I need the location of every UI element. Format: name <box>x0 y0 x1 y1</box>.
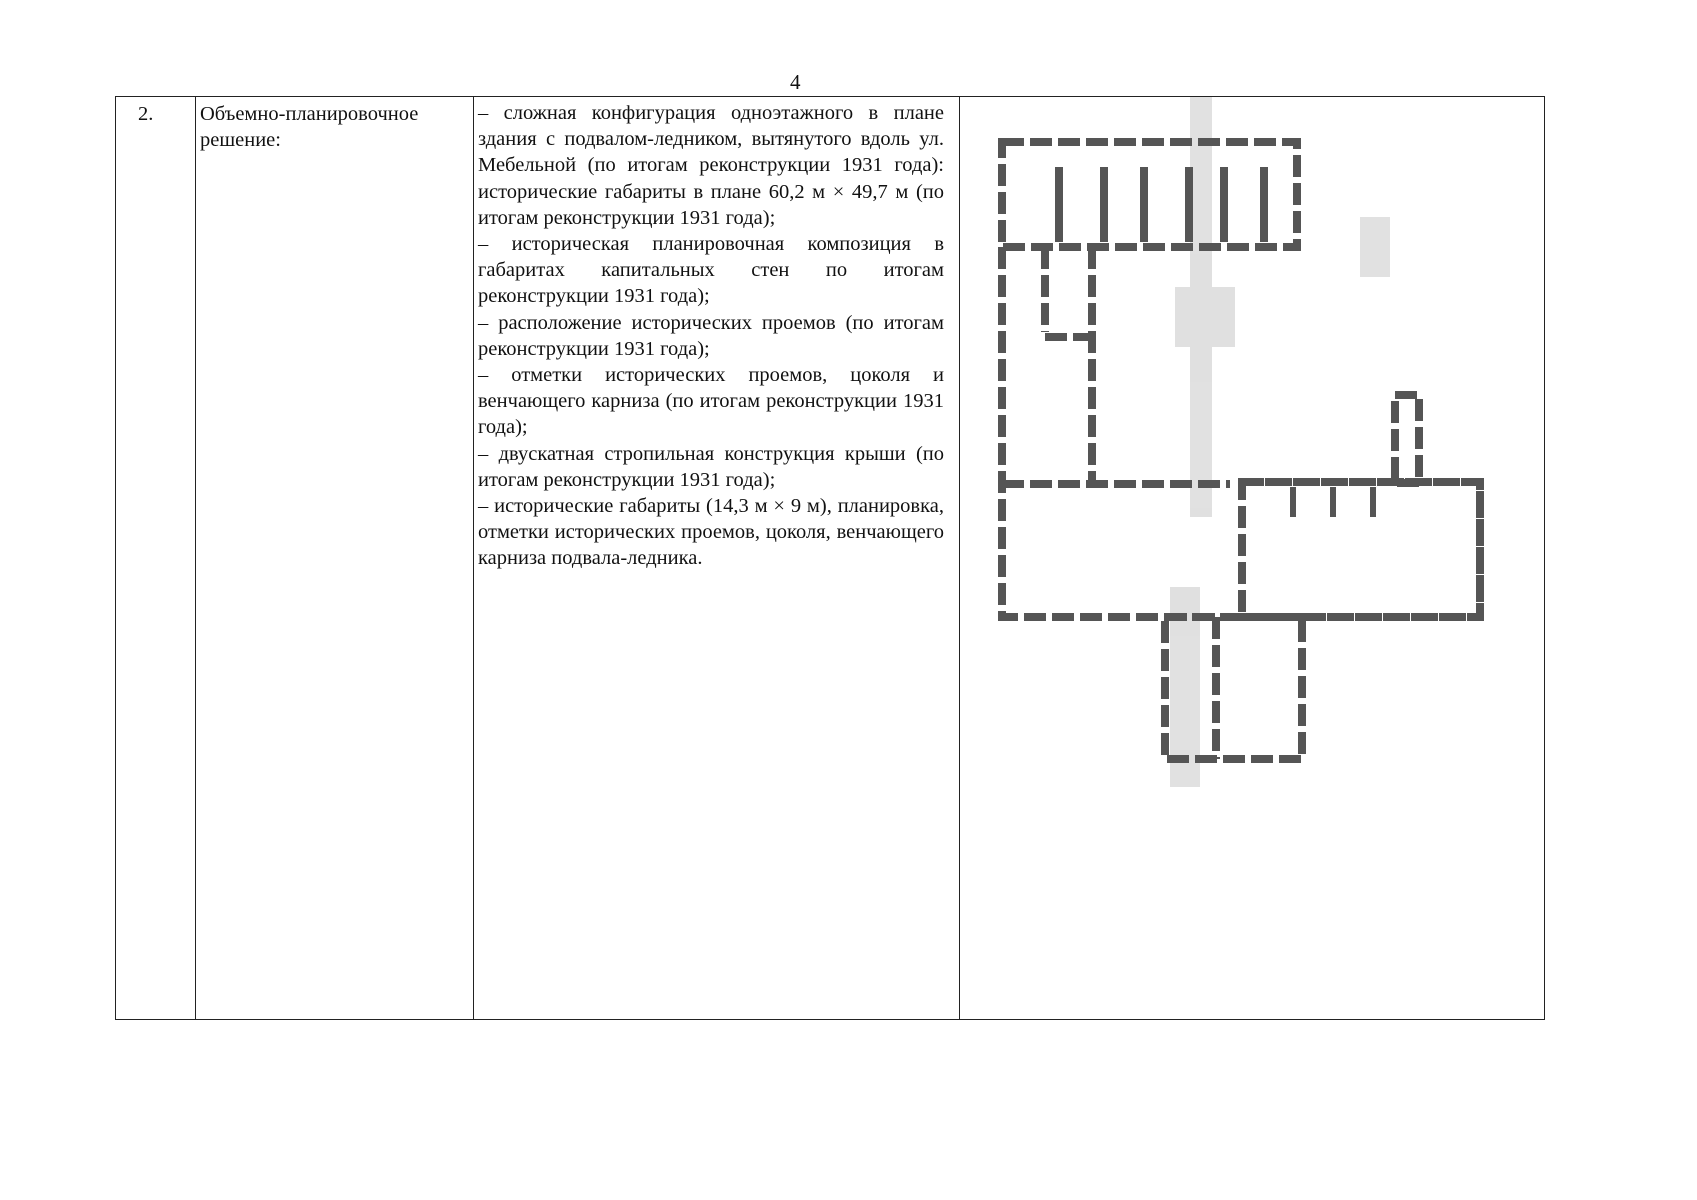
attributes-table: 2. Объемно-планировочное решение: – слож… <box>115 96 1545 1020</box>
walls <box>998 138 1484 763</box>
page-number: 4 <box>790 70 801 94</box>
floor-plan-image <box>998 97 1484 787</box>
row-number: 2. <box>138 103 154 125</box>
row-title: Объемно-планировочное решение: <box>200 103 419 151</box>
cell-title: Объемно-планировочное решение: <box>196 97 474 1019</box>
list-item: – расположение исторических проемов (по … <box>478 311 944 360</box>
list-item: – двускатная стропильная конструкция кры… <box>478 442 944 491</box>
list-item: – исторические габариты (14,3 м × 9 м), … <box>478 495 944 570</box>
list-item: – отметки исторических проемов, цоколя и… <box>478 364 944 439</box>
cell-description: – сложная конфигурация одноэтажного в пл… <box>474 97 960 1019</box>
list-item: – сложная конфигурация одноэтажного в пл… <box>478 102 944 229</box>
cell-floor-plan <box>960 97 1544 1019</box>
comb-walls <box>1055 167 1376 517</box>
cell-number: 2. <box>116 97 196 1019</box>
list-item: – историческая планировочная композиция … <box>478 233 944 308</box>
scan-shadows <box>1170 97 1390 787</box>
